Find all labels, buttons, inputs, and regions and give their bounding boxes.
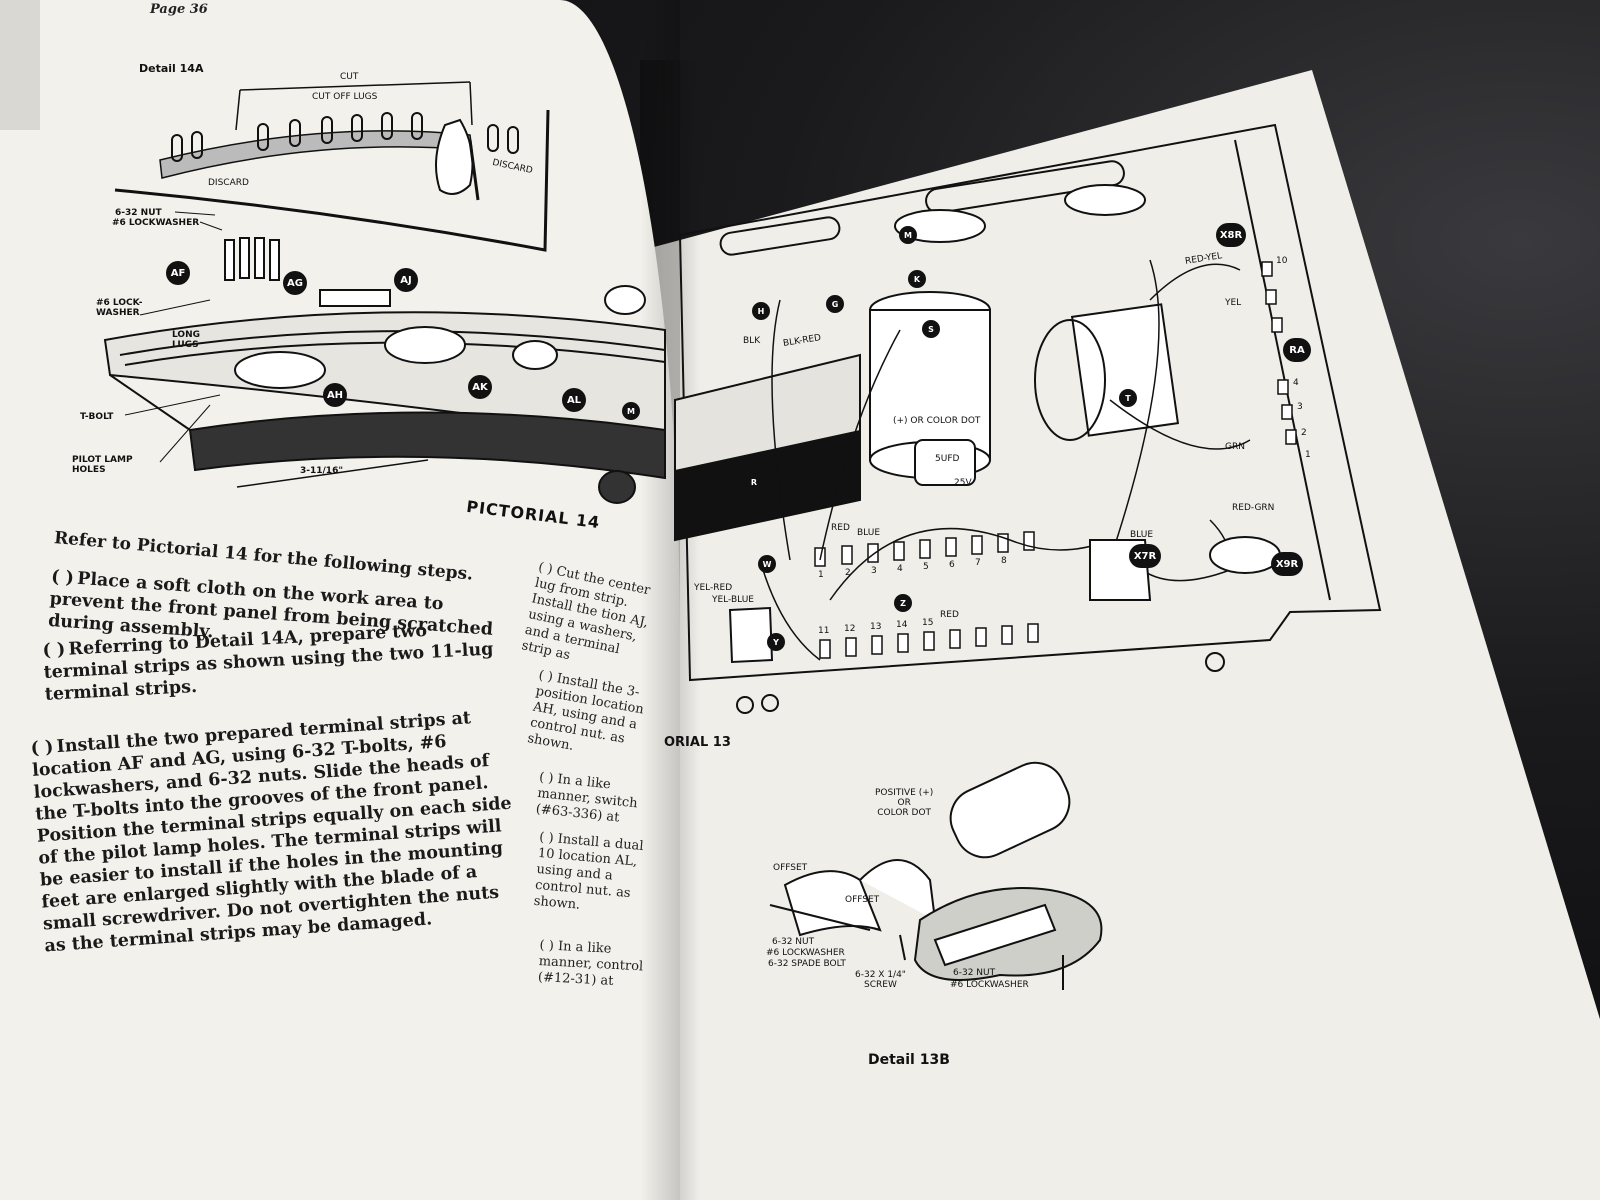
- badge-x7r: X7R: [1129, 544, 1161, 568]
- pin-3-strip: 3: [871, 566, 877, 576]
- pin-2-strip: 2: [845, 568, 851, 578]
- badge-x8r: X8R: [1216, 223, 1246, 247]
- pin-7: 7: [975, 558, 981, 568]
- pin-3: 3: [1297, 402, 1303, 412]
- badge-aj: AJ: [394, 268, 418, 292]
- badge-ah: AH: [323, 383, 347, 407]
- lockwasher-label: #6 LOCKWASHER: [112, 218, 200, 228]
- page-number: Page 36: [150, 2, 208, 17]
- pin-14: 14: [896, 620, 908, 630]
- wire-yel-red: YEL-RED: [694, 583, 733, 593]
- badge-r: R: [745, 473, 763, 491]
- pin-1: 1: [818, 570, 824, 580]
- badge-x9r: X9R: [1271, 552, 1303, 576]
- pin-4-strip: 4: [897, 564, 903, 574]
- badge-h: H: [752, 302, 770, 320]
- offset-label-2: OFFSET: [845, 895, 880, 905]
- nut-label: 6-32 NUT: [115, 208, 162, 218]
- detail-13b-title: Detail 13B: [868, 1052, 950, 1068]
- badge-t: T: [1119, 389, 1137, 407]
- badge-m-left: M: [622, 402, 640, 420]
- long-lugs-label: LONG LUGS: [172, 330, 200, 350]
- wire-blk: BLK: [743, 336, 761, 346]
- badge-s: S: [922, 320, 940, 338]
- pin-10: 10: [1276, 256, 1288, 266]
- badge-af: AF: [166, 261, 190, 285]
- discard-left-label: DISCARD: [208, 178, 249, 188]
- badge-al: AL: [562, 388, 586, 412]
- lockwasher2-label: #6 LOCK- WASHER: [96, 298, 143, 318]
- page-stack-edge: [0, 0, 40, 130]
- offset-label-1: OFFSET: [773, 863, 808, 873]
- capacitor-polarity-label: (+) OR COLOR DOT: [893, 416, 981, 426]
- wire-grn: GRN: [1225, 442, 1245, 452]
- cut-off-lugs-label: CUT OFF LUGS: [312, 92, 378, 102]
- pin-8: 8: [1001, 556, 1007, 566]
- badge-g: G: [826, 295, 844, 313]
- badge-y: Y: [767, 633, 785, 651]
- badge-z: Z: [894, 594, 912, 612]
- badge-ag: AG: [283, 271, 307, 295]
- wire-red-grn: RED-GRN: [1232, 503, 1275, 513]
- pin-15: 15: [922, 618, 934, 628]
- pin-1-right: 1: [1305, 450, 1311, 460]
- wire-yel-blue: YEL-BLUE: [712, 595, 754, 605]
- pilot-holes-label: PILOT LAMP HOLES: [72, 455, 133, 475]
- wire-yel: YEL: [1225, 298, 1242, 308]
- wire-red-bottom: RED: [940, 610, 959, 620]
- pin-6: 6: [949, 560, 955, 570]
- detail-14a-title: Detail 14A: [139, 62, 204, 75]
- positive-color-dot-label: POSITIVE (+) OR COLOR DOT: [875, 788, 934, 818]
- screw-label: 6-32 X 1/4" SCREW: [855, 970, 906, 990]
- left-page: [0, 0, 680, 1200]
- nut-label-13b: 6-32 NUT: [772, 937, 815, 947]
- capacitor-value: 5UFD: [935, 454, 960, 464]
- pin-4: 4: [1293, 378, 1299, 388]
- wire-red-top: RED: [831, 523, 850, 533]
- book-gutter: [640, 0, 680, 1200]
- t-bolt-label: T-BOLT: [80, 412, 114, 422]
- nut2-label-13b: 6-32 NUT: [953, 968, 996, 978]
- wire-blue-right: BLUE: [1130, 530, 1154, 540]
- lockwasher2-label-13b: #6 LOCKWASHER: [950, 980, 1029, 990]
- badge-ra: RA: [1283, 338, 1311, 362]
- pin-12: 12: [844, 624, 856, 634]
- badge-w: W: [758, 555, 776, 573]
- pin-2: 2: [1301, 428, 1307, 438]
- pin-11: 11: [818, 626, 830, 636]
- pin-5: 5: [923, 562, 929, 572]
- wire-blue-top: BLUE: [857, 528, 881, 538]
- pictorial-13-title: ORIAL 13: [664, 735, 731, 750]
- badge-ak: AK: [468, 375, 492, 399]
- dimension-label: 3-11/16": [300, 466, 344, 476]
- lockwasher-label-13b: #6 LOCKWASHER: [766, 948, 845, 958]
- badge-m: M: [899, 226, 917, 244]
- pin-13: 13: [870, 622, 882, 632]
- badge-k: K: [908, 270, 926, 288]
- cut-label: CUT: [340, 72, 359, 82]
- spade-bolt-label: 6-32 SPADE BOLT: [768, 959, 846, 969]
- capacitor-voltage: 25V: [954, 478, 972, 488]
